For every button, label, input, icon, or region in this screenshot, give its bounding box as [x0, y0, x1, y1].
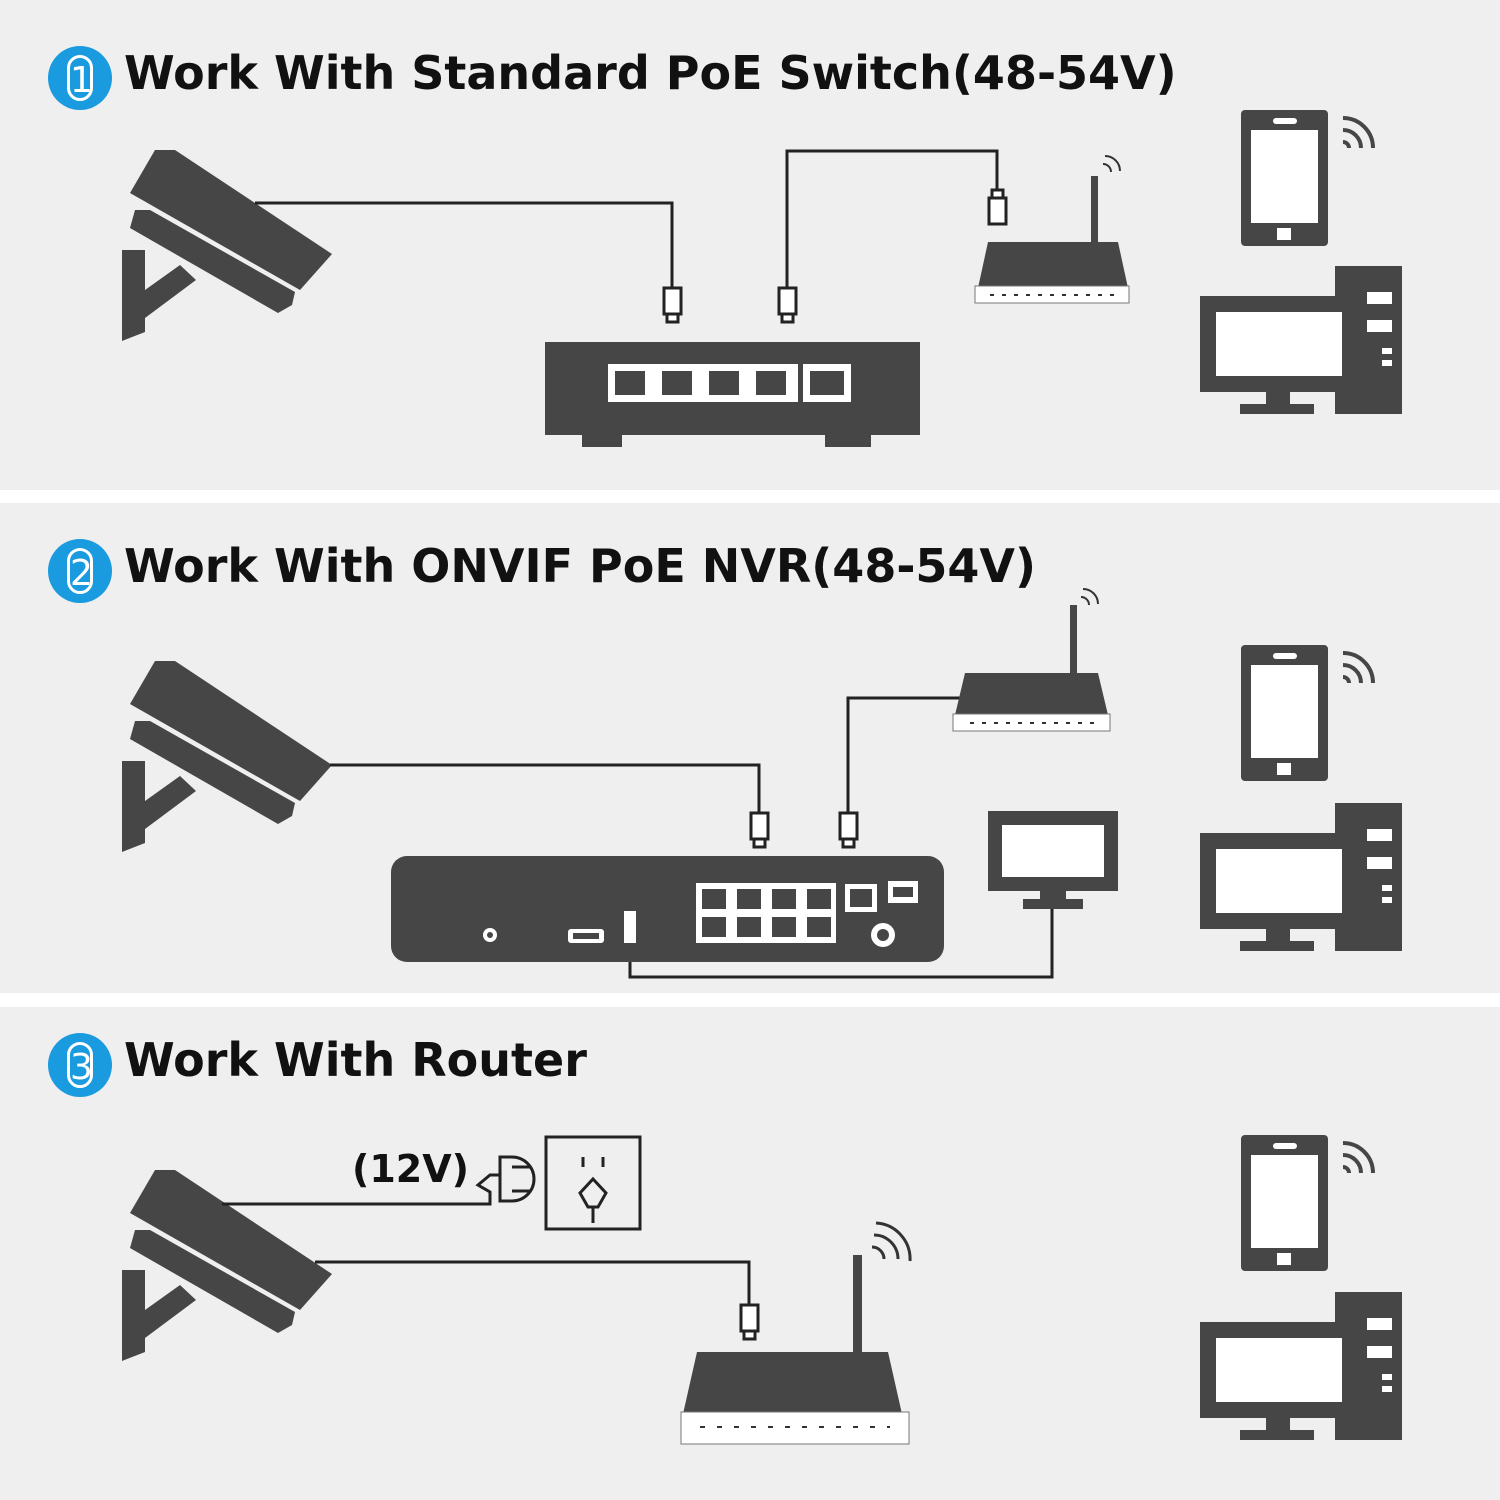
router-icon [974, 155, 1130, 304]
rj45-plugs [749, 811, 859, 849]
camera-icon [122, 1170, 332, 1361]
rj45-plugs [739, 1303, 760, 1341]
wifi-signal-icon [1102, 163, 1112, 173]
section-router: 3 Work With Router (12V) [0, 1007, 1500, 1500]
phone-icon [1241, 110, 1375, 246]
voltage-label: (12V) [352, 1147, 470, 1191]
camera-icon [122, 150, 332, 341]
nvr-icon [391, 856, 944, 962]
step-badge-3: 3 [48, 1033, 112, 1097]
section-title-1: Work With Standard PoE Switch(48-54V) [124, 46, 1177, 100]
ethernet-cables [315, 1260, 751, 1307]
power-plug-icon [222, 1155, 536, 1206]
wall-outlet-icon [544, 1135, 642, 1231]
section-poe-switch: 1 Work With Standard PoE Switch(48-54V) [0, 0, 1500, 490]
diagram-poe-nvr [122, 588, 1402, 979]
ethernet-cables [255, 149, 999, 290]
step-badge-2: 2 [48, 539, 112, 603]
computer-icon [1200, 266, 1402, 414]
section-title-3: Work With Router [124, 1033, 587, 1087]
poe-switch-icon [545, 342, 920, 447]
section-title-2: Work With ONVIF PoE NVR(48-54V) [124, 539, 1037, 593]
diagram-poe-switch [122, 110, 1402, 447]
diagram-router [122, 1135, 1402, 1445]
step-badge-1: 1 [48, 46, 112, 110]
section-poe-nvr: 2 Work With ONVIF PoE NVR(48-54V) [0, 503, 1500, 993]
computer-icon [1200, 803, 1402, 951]
phone-icon [1241, 645, 1375, 781]
computer-icon [1200, 1292, 1402, 1440]
camera-icon [122, 661, 332, 852]
monitor-icon [988, 811, 1118, 909]
router-icon [952, 588, 1111, 732]
phone-icon [1241, 1135, 1375, 1271]
wifi-signal-icon [871, 1245, 886, 1260]
router-icon [680, 1221, 912, 1445]
rj45-plugs [662, 188, 1008, 324]
wifi-signal-icon [1080, 596, 1090, 606]
